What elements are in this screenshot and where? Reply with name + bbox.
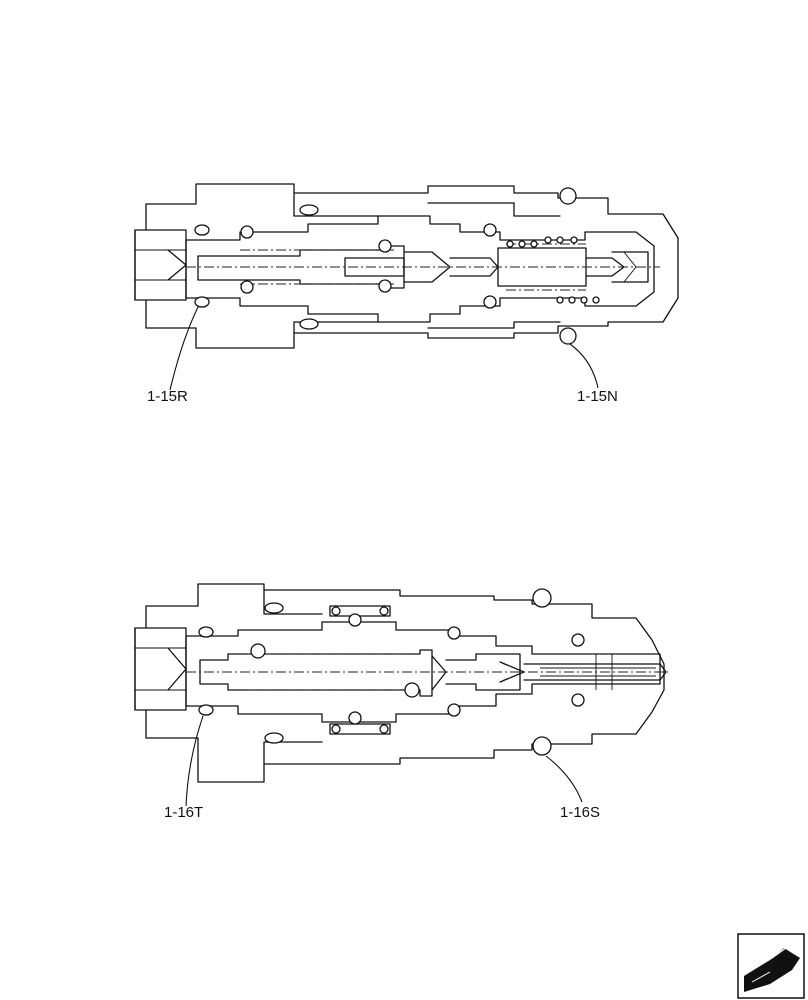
callout-label-lower-right: 1-16S — [560, 804, 601, 821]
callout-label-upper-left: 1-15R — [147, 388, 188, 405]
upper-valve-assembly — [134, 183, 679, 391]
lower-valve-assembly — [134, 583, 668, 807]
callout-label-lower-left: 1-16T — [164, 804, 204, 821]
next-page-arrow-icon[interactable] — [737, 933, 805, 999]
callout-label-upper-right: 1-15N — [577, 388, 618, 405]
